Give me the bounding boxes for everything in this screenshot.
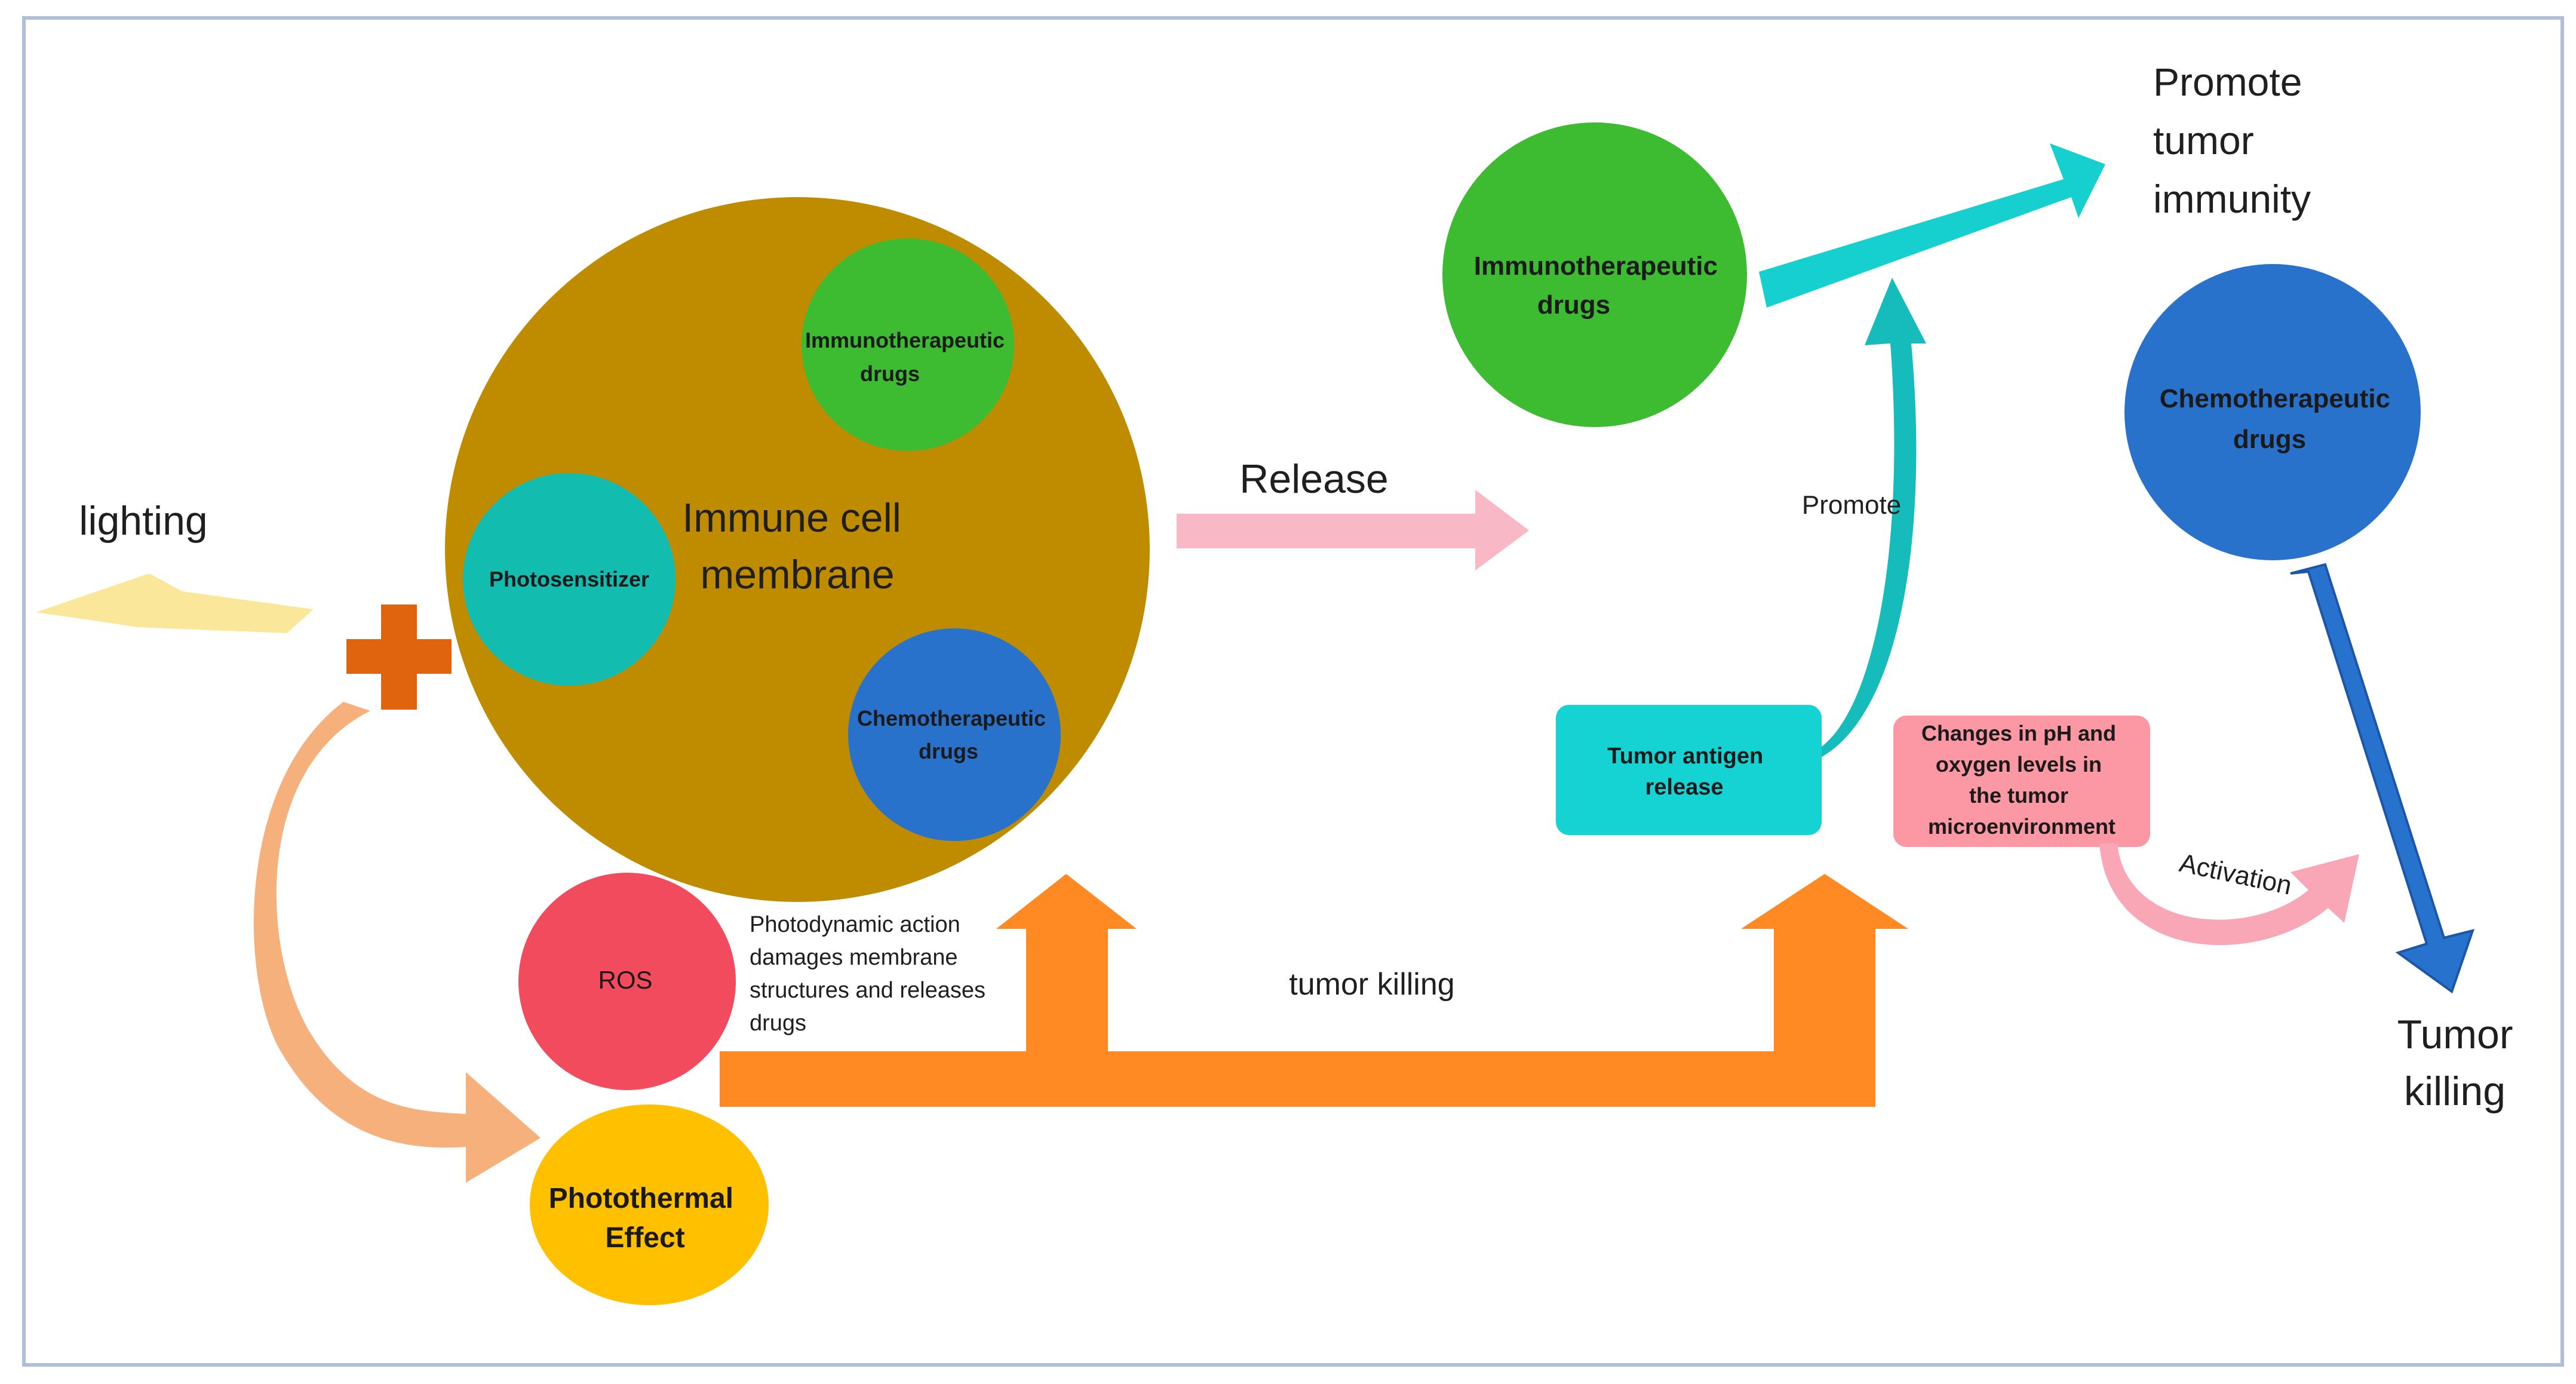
tumor-killing-blue-arrow <box>2290 563 2475 994</box>
promote-label: Promote <box>1802 490 1901 520</box>
tumor-antigen-release-box <box>1556 705 1822 835</box>
promote-tumor-immunity-label: Promote tumor immunity <box>2153 60 2313 221</box>
photodynamic-note: Photodynamic action damages membrane str… <box>750 912 992 1036</box>
ph-changes-box <box>1893 716 2150 847</box>
ros-label: ROS <box>598 966 652 994</box>
promote-immunity-arrow <box>1759 143 2105 308</box>
chemotherapeutic-drugs-circle <box>2124 264 2421 560</box>
promote-curve-arrow <box>1819 278 1926 759</box>
photosensitizer-circle <box>463 473 676 686</box>
immunotherapeutic-drugs-circle <box>1442 122 1747 427</box>
chemotherapeutic-drugs-inner-label: Chemotherapeutic drugs <box>857 706 1052 763</box>
immunotherapeutic-drugs-inner-label: Immunotherapeutic drugs <box>805 328 1011 386</box>
curved-arrow-to-photothermal <box>253 702 541 1183</box>
tumor-antigen-release-label: Tumor antigen release <box>1607 744 1770 800</box>
release-arrow <box>1177 490 1529 570</box>
immune-cell-membrane-label: Immune cell membrane <box>682 495 912 597</box>
photothermal-effect-circle <box>530 1104 769 1305</box>
plus-icon <box>346 604 452 710</box>
lighting-label: lighting <box>79 498 208 544</box>
photosensitizer-label: Photosensitizer <box>489 567 649 591</box>
ros-circle <box>518 873 736 1090</box>
tumor-killing-label: Tumor killing <box>2397 1012 2525 1114</box>
immunotherapeutic-drugs-label: Immunotherapeutic drugs <box>1474 251 1725 320</box>
lightning-bolt-icon <box>36 573 314 633</box>
chemotherapeutic-drugs-inner-circle <box>848 628 1061 841</box>
chemotherapeutic-drugs-label: Chemotherapeutic drugs <box>2160 384 2398 454</box>
photothermal-effect-label: Photothermal Effect <box>549 1183 742 1254</box>
tumor-killing-center-label: tumor killing <box>1289 967 1454 1002</box>
release-label: Release <box>1239 456 1389 502</box>
immunotherapeutic-drugs-inner-circle <box>802 238 1014 451</box>
ph-changes-label: Changes in pH and oxygen levels in the t… <box>1921 721 2122 839</box>
activation-arrow <box>2099 843 2359 946</box>
tumor-killing-orange-arrows <box>720 874 1908 1107</box>
